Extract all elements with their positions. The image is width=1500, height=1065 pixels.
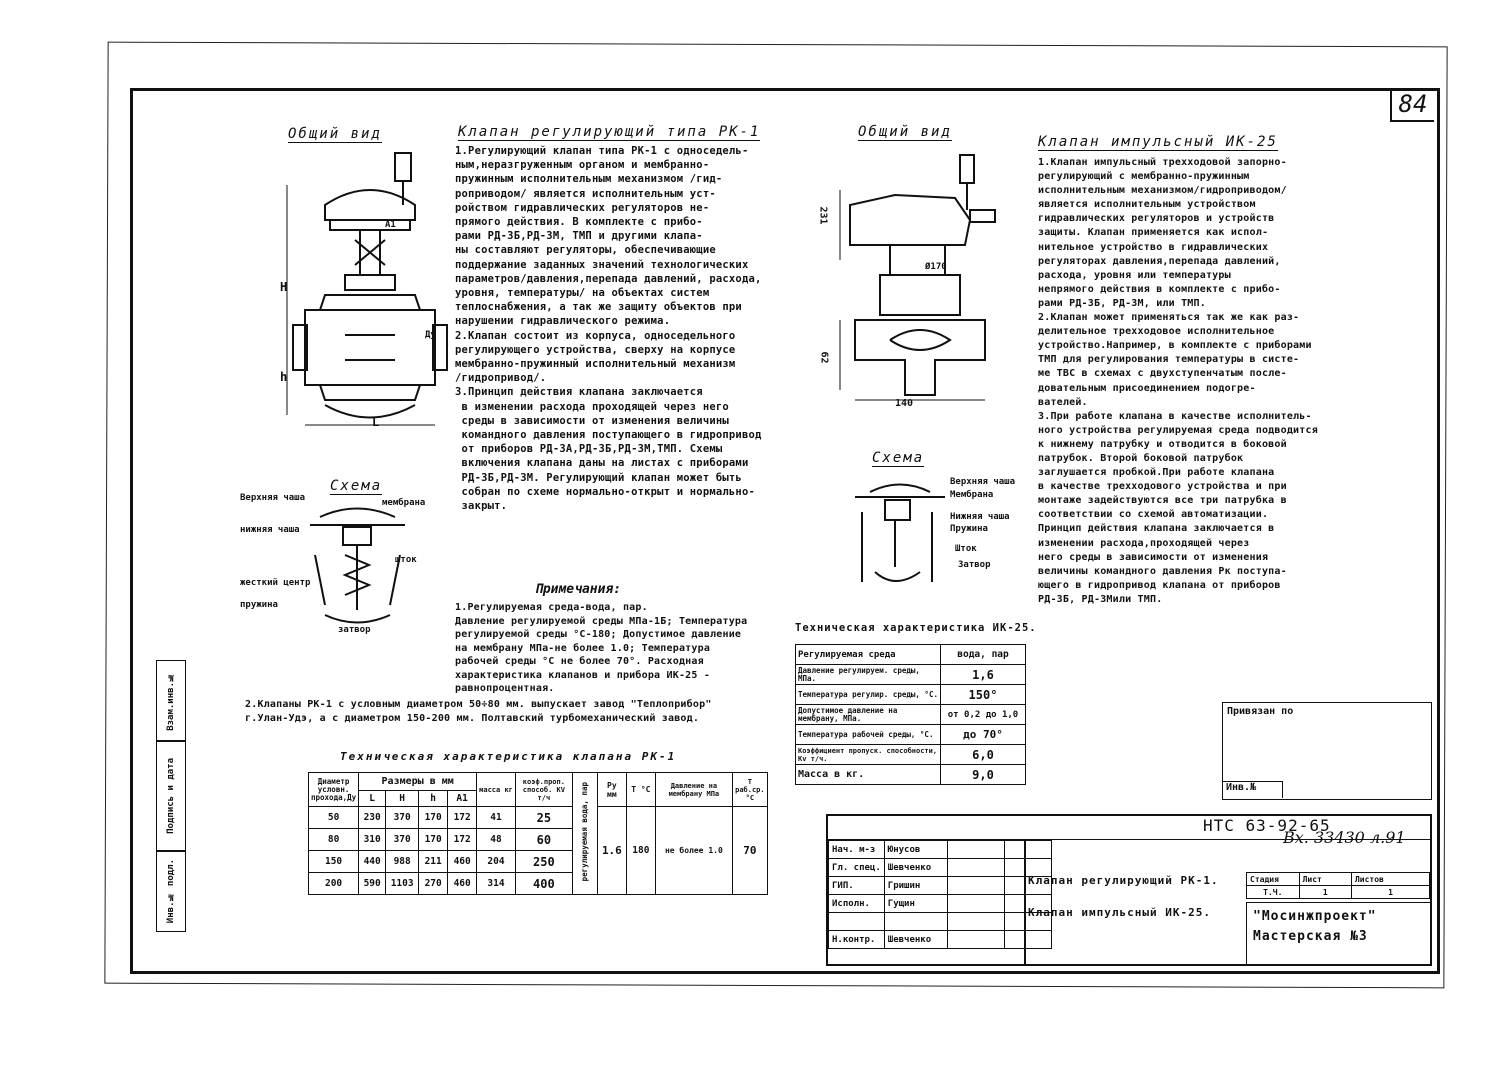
incoming-number: Вх. 33430 л.91: [1283, 828, 1406, 847]
drawing-frame: [130, 88, 1440, 974]
ik25-scheme-lower-cup: Нижняя чаша: [950, 512, 1010, 522]
rk1-valve-drawing: [286, 152, 448, 426]
rk1-dim-Du: Ду: [425, 330, 436, 340]
ik25-valve-drawing: [839, 154, 996, 401]
ik25-title: Клапан импульсный ИК-25: [1038, 134, 1278, 151]
rk1-scheme-lower-cup: нижняя чаша: [240, 525, 300, 535]
rk1-spec-table: Диаметр условн. прохода,Ду Размеры в мм …: [307, 772, 768, 895]
rk1-view-title: Общий вид: [288, 126, 382, 143]
inventory-label: Инв.№: [1223, 781, 1283, 798]
binding-label: Привязан по: [1227, 706, 1294, 717]
ik25-scheme-drawing: [855, 483, 945, 582]
organization-workshop: Мастерская №3: [1253, 929, 1368, 944]
ik25-scheme-stem: Шток: [955, 544, 977, 554]
ik25-scheme-title: Схема: [872, 450, 925, 467]
side-stamp-replace: Взам.инв.№: [156, 660, 186, 742]
doc-code-row: НТС 63-92-65 Вх. 33430 л.91: [828, 816, 1432, 847]
ik25-scheme-plug: Затвор: [958, 560, 991, 570]
rk1-dim-H: H: [280, 280, 288, 294]
doc-title-2: Клапан импульсный ИК-25.: [1028, 906, 1211, 919]
side-stamp-inventory: Инв.№ подл.: [156, 850, 186, 932]
rk1-scheme-title: Схема: [330, 478, 383, 495]
ik25-dim-140: 140: [895, 398, 914, 409]
side-stamp-signature: Подпись и дата: [156, 740, 186, 852]
rk1-scheme-membrane: мембрана: [382, 498, 426, 508]
organization-box: "Мосинжпроект" Мастерская №3: [1246, 902, 1432, 966]
rk1-table-title: Техническая характеристика клапана РК-1: [340, 750, 677, 763]
sheet-number: 84: [1390, 88, 1434, 122]
binding-box: Привязан по Инв.№: [1222, 702, 1432, 800]
rk1-scheme-spring: пружина: [240, 600, 278, 610]
rk1-notes-title: Примечания:: [535, 582, 622, 597]
rk1-scheme-drawing: [310, 507, 405, 624]
ik25-dim-62: 62: [818, 351, 830, 364]
rk1-notes-text: 1.Регулируемая среда-вода, пар. Давление…: [455, 602, 748, 694]
rk1-title: Клапан регулирующий типа РК-1: [458, 124, 761, 141]
rk1-scheme-stem: шток: [395, 555, 417, 565]
rk1-description: 1.Регулирующий клапан типа РК-1 с односе…: [455, 145, 762, 513]
ik25-table-title: Техническая характеристика ИК-25.: [795, 622, 1037, 634]
ik25-scheme-upper-cup: Верхняя чаша: [950, 477, 1016, 487]
doc-title-1: Клапан регулирующий РК-1.: [1028, 874, 1219, 887]
doc-code: НТС 63-92-65: [1203, 816, 1331, 835]
ik25-scheme-membrane: Мембрана: [950, 490, 994, 500]
rk1-dim-L: L: [372, 415, 380, 429]
rk1-scheme-rigid-center: жесткий центр: [240, 578, 311, 588]
ik25-dim-231: 231: [817, 206, 829, 225]
rk1-scheme-upper-cup: Верхняя чаша: [240, 493, 306, 503]
ik25-view-title: Общий вид: [858, 124, 952, 141]
rk1-dim-h: h: [280, 370, 288, 384]
rk1-note-2: 2.Клапаны РК-1 с условным диаметром 50÷8…: [245, 699, 712, 724]
rk1-scheme-plug: затвор: [338, 625, 371, 635]
ik25-description: 1.Клапан импульсный трехходовой запорно-…: [1038, 157, 1318, 605]
organization-name: "Мосинжпроект": [1253, 909, 1377, 924]
rk1-dim-A1: A1: [385, 220, 396, 230]
ik25-scheme-spring: Пружина: [950, 524, 988, 534]
ik25-dim-170: Ø170: [925, 262, 947, 272]
